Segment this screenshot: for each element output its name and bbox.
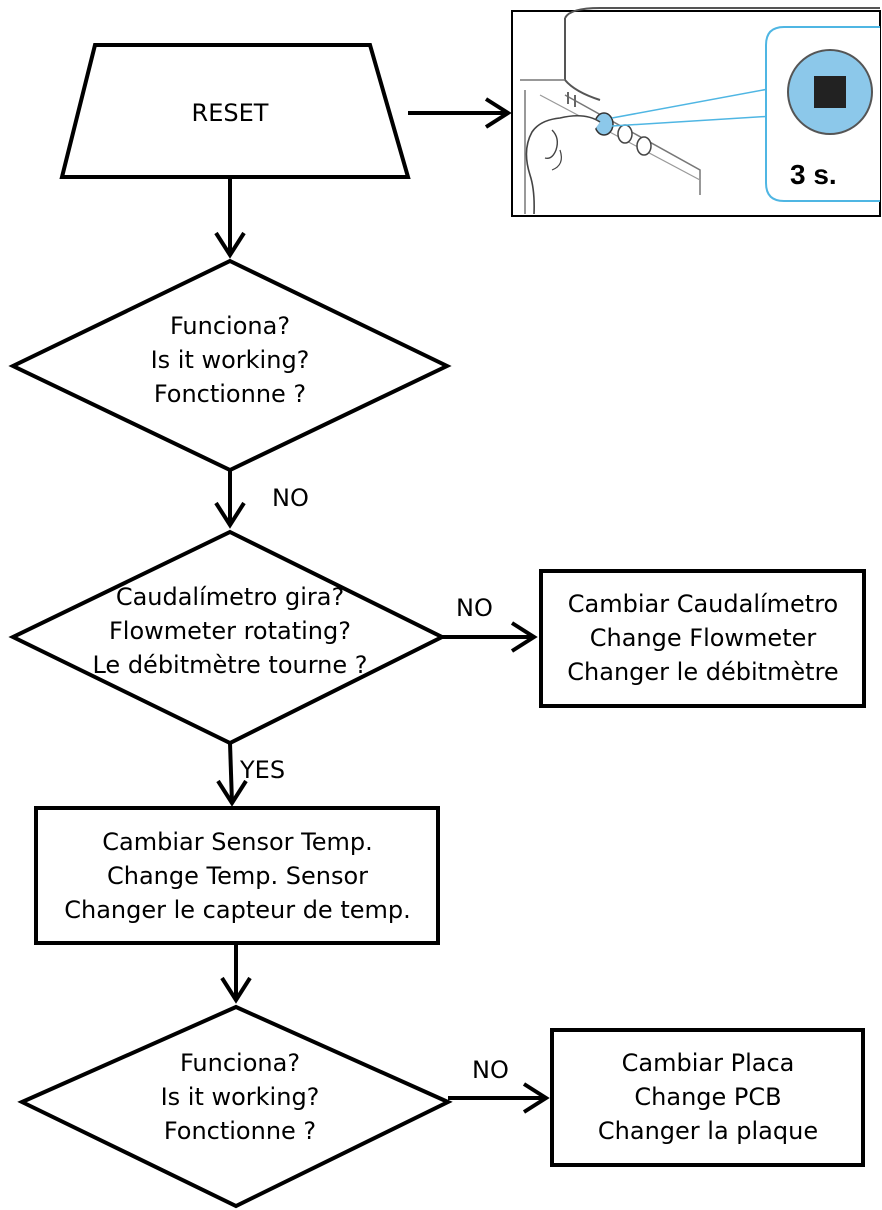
change-pcb-shape: [550, 1028, 865, 1167]
edge-label-yes-flowmeter: YES: [240, 756, 286, 784]
change-flowmeter-label: Cambiar Caudalímetro Change Flowmeter Ch…: [567, 590, 839, 686]
change-temp-sensor-label: Cambiar Sensor Temp. Change Temp. Sensor…: [64, 828, 411, 924]
check-working-2-label: Funciona? Is it working? Fonctionne ?: [160, 1049, 320, 1145]
edge-label-no-2: NO: [472, 1056, 509, 1084]
change-pcb-label: Cambiar Placa Change PCB Changer la plaq…: [597, 1049, 819, 1145]
check-working-2-shape: [17, 1004, 453, 1209]
check-working-1-label: Funciona? Is it working? Fonctionne ?: [150, 312, 310, 408]
change-flowmeter-shape: [539, 569, 866, 708]
reset-node-shape: [59, 43, 411, 179]
reset-label: RESET: [191, 99, 269, 127]
hold-time-label: 3 s.: [790, 159, 837, 190]
check-flowmeter-label: Caudalímetro gira? Flowmeter rotating? L…: [92, 583, 368, 679]
change-temp-sensor-shape: [34, 806, 440, 945]
edge-label-no-flowmeter: NO: [456, 594, 493, 622]
reset-button-illustration: [511, 7, 881, 217]
edge-label-no-1: NO: [272, 484, 309, 512]
